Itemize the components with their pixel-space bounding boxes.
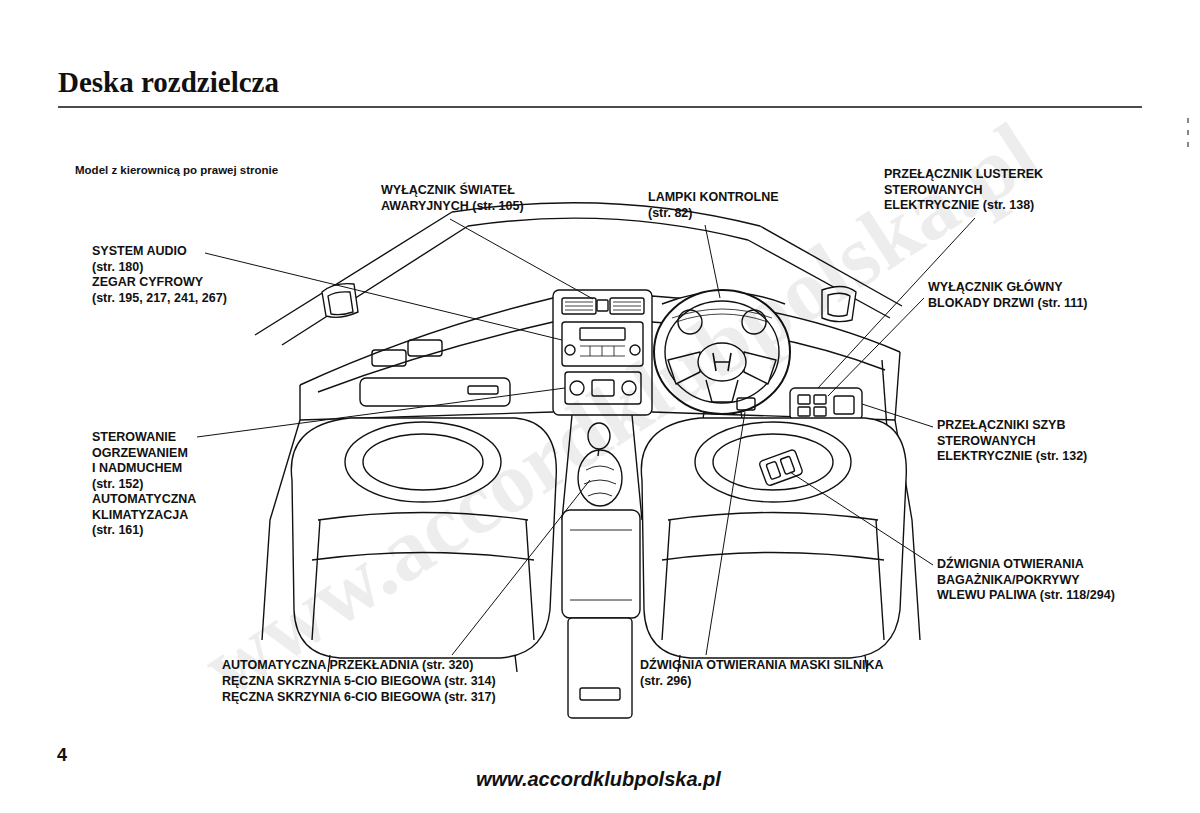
page-number: 4 <box>57 744 67 766</box>
callout-label: WYŁĄCZNIK ŚWIATEŁ AWARYJNYCH (str. 105) <box>381 183 531 214</box>
edge-marks <box>1188 118 1189 147</box>
callout-label: DŹWIGNIA OTWIERANIA BAGAŻNIKA/POKRYWY WL… <box>937 557 1122 604</box>
callout-label: AUTOMATYCZNA KLIMATYZACJA (str. 161) <box>92 492 207 539</box>
callout-label: ZEGAR CYFROWY (str. 195, 217, 241, 267) <box>92 275 229 306</box>
model-note: Model z kierownicą po prawej stronie <box>75 163 278 178</box>
page-title: Deska rozdzielcza <box>58 64 279 100</box>
callout-label: WYŁĄCZNIK GŁÓWNY BLOKADY DRZWI (str. 111… <box>928 280 1093 311</box>
callout-label: SYSTEM AUDIO (str. 180) <box>92 244 202 275</box>
callout-label: LAMPKI KONTROLNE (str. 82) <box>648 190 798 221</box>
title-rule <box>58 106 1142 107</box>
callout-label: PRZEŁĄCZNIKI SZYB STEROWANYCH ELEKTRYCZN… <box>937 418 1097 465</box>
callout-label: STEROWANIE OGRZEWANIEM I NADMUCHEM (str.… <box>92 430 192 492</box>
footer-url: www.accordklubpolska.pl <box>476 766 721 792</box>
callout-label: DŹWIGNIA OTWIERANIA MASKI SILNIKA (str. … <box>640 658 895 689</box>
